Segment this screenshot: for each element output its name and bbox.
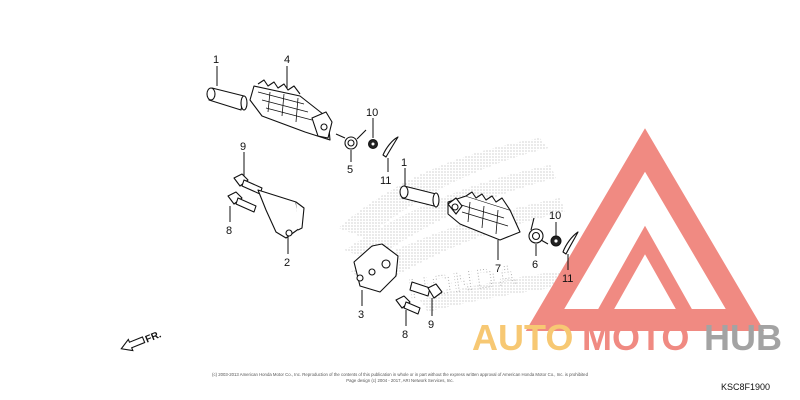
copyright-line-1: (c) 2003-2013 American Honda Motor Co., … [212,372,589,377]
callout-11-upper: 11 [380,175,391,187]
watermark-logo [525,128,765,331]
bolt-lower-9 [409,281,443,299]
spring-upper [335,129,367,150]
callout-8-lower: 8 [402,329,408,341]
callout-2: 2 [284,257,290,269]
leader-lines [216,66,569,326]
pin-lower [399,185,440,208]
callout-9-lower: 9 [428,319,434,331]
watermark-text: AUTO MOTO HUB [472,317,782,358]
copyright-line-2: Page design (c) 2004 - 2017, ARI Network… [346,378,453,383]
washer-upper [368,139,378,149]
callout-4: 4 [284,54,290,66]
callout-numbers: 1 4 10 5 11 9 8 2 1 7 10 6 11 3 8 9 [213,54,573,341]
arrow-left-icon [120,336,146,352]
callout-7: 7 [495,263,501,275]
callout-3: 3 [358,309,364,321]
watermark-text-hub: HUB [704,317,782,358]
washer-lower [550,235,562,247]
watermark-text-auto: AUTO [472,317,573,358]
callout-1-upper: 1 [213,54,219,66]
footpeg-upper [249,79,333,141]
pin-upper [206,87,248,111]
front-direction-indicator: FR. [120,329,163,352]
bracket-upper [257,189,305,239]
cotter-pin-upper [382,136,399,158]
bolt-upper-9 [233,173,263,195]
diagram-code: KSC8F1900 [721,382,770,392]
callout-11-lower: 11 [562,273,573,285]
bolt-lower-8 [395,295,421,315]
callout-1-lower: 1 [401,157,407,169]
callout-6: 6 [532,259,538,271]
callout-10-upper: 10 [366,107,378,119]
callout-10-lower: 10 [549,210,561,222]
bolt-upper-8 [227,191,257,213]
spring-lower [528,217,549,245]
bracket-lower [353,243,399,293]
footpeg-lower [447,191,521,241]
callout-5: 5 [347,164,353,176]
callout-8-upper: 8 [226,225,232,237]
callout-9-upper: 9 [240,141,246,153]
front-label: FR. [144,329,163,345]
cotter-pin-lower [562,231,579,255]
watermark-text-moto: MOTO [582,317,689,358]
